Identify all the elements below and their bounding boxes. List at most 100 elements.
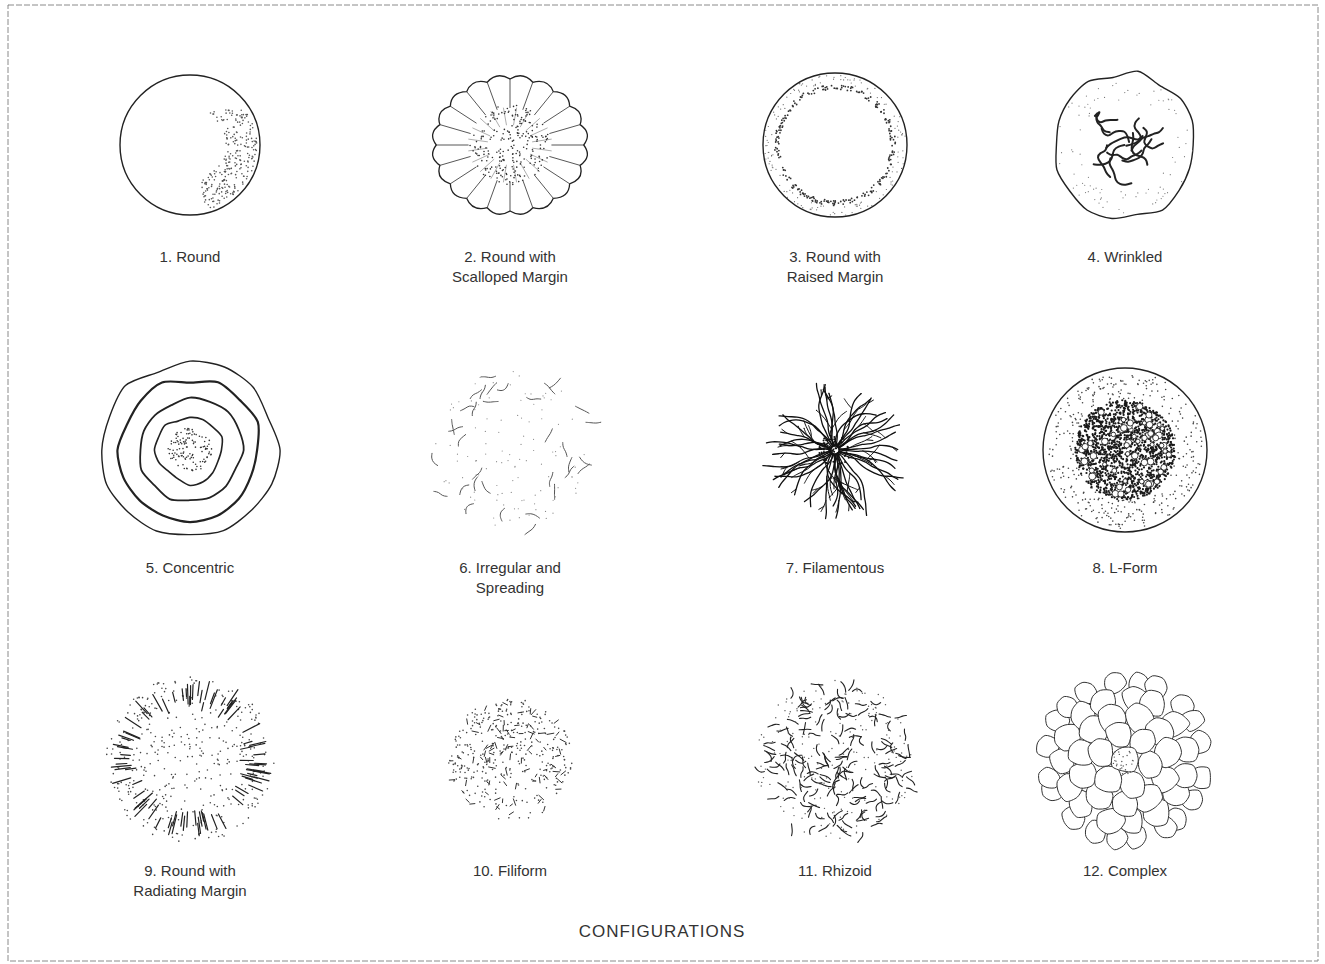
stipple-dot xyxy=(525,110,527,112)
stipple-dot xyxy=(816,200,818,202)
stipple-dot xyxy=(224,183,226,185)
margin-stroke xyxy=(461,406,474,411)
stipple-dot xyxy=(510,137,512,139)
stipple-dot xyxy=(235,165,237,167)
stipple-dot xyxy=(1189,490,1191,492)
stipple-dot xyxy=(1145,192,1146,193)
stipple-dot xyxy=(1095,491,1097,493)
stipple-dot xyxy=(515,114,517,116)
stipple-dot xyxy=(1091,406,1093,408)
stipple-dot xyxy=(214,179,216,181)
stipple-dot xyxy=(239,121,241,123)
stipple-dot xyxy=(873,184,875,186)
stipple-dot xyxy=(765,136,766,137)
stipple-dot xyxy=(833,77,834,78)
stipple-dot xyxy=(1174,110,1175,111)
stipple-dot xyxy=(885,176,887,178)
stipple-dot xyxy=(1057,468,1059,470)
stipple-dot xyxy=(881,97,882,98)
stipple-dot xyxy=(184,428,186,430)
stipple-dot xyxy=(827,200,829,202)
stipple-dot xyxy=(1069,433,1071,435)
stipple-dot xyxy=(1181,493,1183,495)
margin-stroke xyxy=(576,406,589,413)
stipple-dot xyxy=(520,119,522,121)
stipple-dot xyxy=(223,197,225,199)
stipple-dot xyxy=(812,90,814,92)
stipple-dot xyxy=(209,451,211,453)
stipple-dot xyxy=(512,147,514,149)
stipple-dot xyxy=(1168,413,1170,415)
stipple-dot xyxy=(512,168,514,170)
stipple-dot xyxy=(184,441,186,443)
stipple-dot xyxy=(854,199,856,201)
stipple-dot xyxy=(523,499,524,500)
stipple-dot xyxy=(539,161,541,163)
stipple-dot xyxy=(491,166,493,168)
stipple-dot xyxy=(501,420,502,421)
stipple-dot xyxy=(467,456,468,457)
stipple-dot xyxy=(1062,466,1064,468)
stipple-dot xyxy=(558,487,559,488)
stipple-dot xyxy=(1073,414,1075,416)
stipple-dot xyxy=(462,488,463,489)
stipple-dot xyxy=(892,171,893,172)
stipple-dot xyxy=(507,460,508,461)
stipple-dot xyxy=(1076,422,1078,424)
stipple-dot xyxy=(790,177,792,179)
stipple-dot xyxy=(1093,382,1095,384)
stipple-dot xyxy=(1078,509,1080,511)
filament-stroke xyxy=(844,399,851,409)
stipple-dot xyxy=(241,173,243,175)
stipple-dot xyxy=(1159,504,1161,506)
stipple-dot xyxy=(512,480,513,481)
stipple-dot xyxy=(494,118,496,120)
stipple-dot xyxy=(832,461,834,463)
stipple-dot xyxy=(474,146,476,148)
stipple-dot xyxy=(1091,379,1093,381)
margin-stroke xyxy=(481,376,495,377)
stipple-dot xyxy=(1191,472,1193,474)
stipple-dot xyxy=(228,110,230,112)
stipple-dot xyxy=(826,86,828,88)
stipple-dot xyxy=(176,449,178,451)
stipple-dot xyxy=(856,91,858,93)
stipple-dot xyxy=(1120,380,1122,382)
stipple-dot xyxy=(1120,191,1121,192)
stipple-dot xyxy=(513,177,515,179)
stipple-dot xyxy=(248,157,250,159)
stipple-dot xyxy=(1175,161,1176,162)
stipple-dot xyxy=(847,79,848,80)
stipple-dot xyxy=(444,481,445,482)
stipple-dot xyxy=(769,163,770,164)
stipple-dot xyxy=(255,149,257,151)
stipple-dot xyxy=(1078,422,1080,424)
stipple-dot xyxy=(180,432,182,434)
stipple-dot xyxy=(1128,515,1130,517)
stipple-dot xyxy=(534,503,535,504)
stipple-dot xyxy=(1168,109,1169,110)
stipple-dot xyxy=(1134,502,1136,504)
stipple-dot xyxy=(253,145,255,147)
sketch-stroke xyxy=(440,125,470,134)
sketch-stroke xyxy=(535,92,554,115)
stipple-dot xyxy=(526,131,528,133)
stipple-dot xyxy=(1073,187,1074,188)
stipple-dot xyxy=(235,152,237,154)
stipple-dot xyxy=(798,90,799,91)
stipple-dot xyxy=(504,111,506,113)
stipple-dot xyxy=(1057,422,1059,424)
stipple-dot xyxy=(462,477,463,478)
stipple-dot xyxy=(1099,388,1101,390)
stipple-dot xyxy=(777,153,779,155)
stipple-dot xyxy=(1163,399,1165,401)
stipple-dot xyxy=(783,104,784,105)
stipple-dot xyxy=(768,157,769,158)
sketch-stroke xyxy=(523,82,533,109)
stipple-dot xyxy=(236,171,238,173)
stipple-dot xyxy=(1080,154,1081,155)
stipple-dot xyxy=(529,163,531,165)
stipple-dot xyxy=(1143,522,1145,524)
stipple-dot xyxy=(780,129,782,131)
stipple-dot xyxy=(513,171,515,173)
